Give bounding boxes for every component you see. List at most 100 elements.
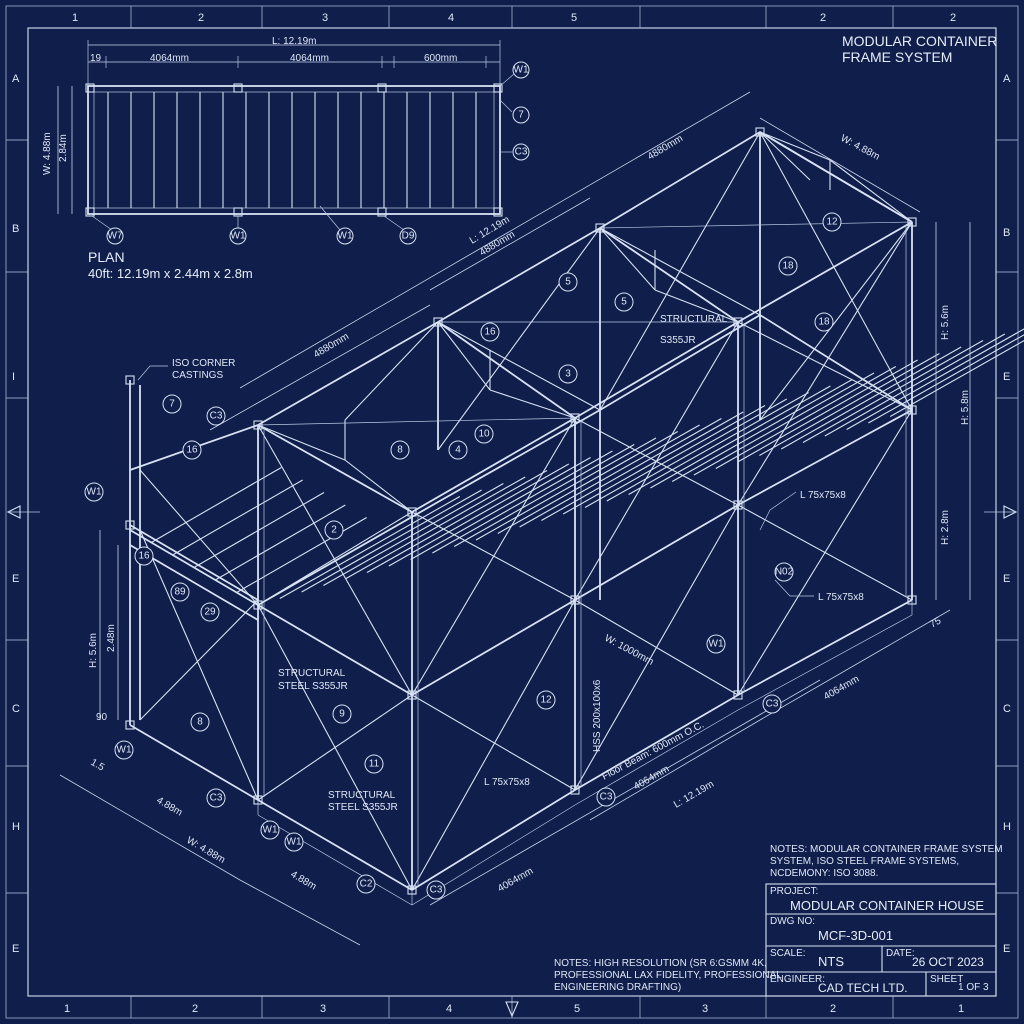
dim-bottom-w1: 4.88m: [155, 795, 185, 818]
note-right-1: NOTES: MODULAR CONTAINER FRAME SYSTEM: [770, 844, 1003, 855]
row-label: E: [1003, 371, 1010, 383]
col-label: 5: [571, 12, 577, 24]
svg-text:W1: W1: [231, 231, 246, 242]
svg-text:C3: C3: [766, 699, 779, 710]
plan-callout: 7: [499, 99, 530, 124]
svg-text:W1: W1: [263, 825, 278, 836]
plan-size: 40ft: 12.19m x 2.44m x 2.8m: [88, 266, 253, 281]
border-zone-labels: 1 2 3 4 5 2 2 1 2 3 4 5 3 2 1 A B I E C …: [12, 12, 1011, 1015]
plan-callout: D9: [383, 215, 417, 245]
svg-text:C3: C3: [210, 411, 223, 422]
svg-text:W1: W1: [287, 837, 302, 848]
dim-h-lower: H: 2.8m: [940, 510, 951, 545]
svg-text:5: 5: [565, 277, 571, 288]
iso-callout-bubble: 16: [480, 322, 500, 342]
svg-text:7: 7: [518, 110, 524, 121]
svg-text:C3: C3: [210, 793, 223, 804]
col-label: 3: [702, 1003, 708, 1015]
iso-callout-bubble: C3: [762, 694, 782, 714]
iso-callout-bubble: 8: [390, 440, 410, 460]
row-label: H: [1003, 821, 1011, 833]
plan-callout: W1: [229, 216, 247, 245]
tb-date: 26 OCT 2023: [912, 955, 984, 969]
col-label: 1: [958, 1003, 964, 1015]
dim-small-90: 90: [96, 712, 108, 723]
note-right-3: NCDEMONY: ISO 3088.: [770, 868, 878, 879]
dim-left-h: H: 5.6m: [88, 633, 99, 668]
svg-text:10: 10: [478, 429, 490, 440]
center-mark-bottom: [505, 1001, 519, 1018]
svg-text:W1: W1: [117, 745, 132, 756]
label-angle-2: L 75x75x8: [818, 592, 864, 603]
iso-callout-bubble: W1: [114, 740, 134, 760]
col-label: 5: [574, 1003, 580, 1015]
label-castings: CASTINGS: [172, 370, 223, 381]
tb-project: MODULAR CONTAINER HOUSE: [790, 898, 984, 913]
iso-callout-bubble: C3: [206, 788, 226, 808]
svg-text:9: 9: [339, 709, 345, 720]
iso-callout-bubble: 3: [558, 364, 578, 384]
dim-h-total: H: 5.6m: [940, 305, 951, 340]
plan-seg2: 4064mm: [290, 53, 329, 64]
note-bottom-2: PROFESSIONAL LAX FIDELITY, PROFESSIONAL: [554, 970, 782, 981]
tb-dwg: MCF-3D-001: [818, 928, 893, 943]
label-steel-top-2: S355JR: [660, 335, 696, 346]
iso-callout-bubble: 12: [536, 690, 556, 710]
iso-callout-bubble: 8: [190, 712, 210, 732]
iso-callout-bubble: W1: [284, 832, 304, 852]
svg-text:W1: W1: [514, 65, 529, 76]
iso-callout-bubble: C3: [206, 406, 226, 426]
drawing-border: [5, 5, 1019, 1019]
svg-text:W7: W7: [108, 231, 123, 242]
row-label: E: [12, 943, 19, 955]
dim-right-length: 4064mm: [822, 674, 861, 703]
col-label: 4: [448, 12, 454, 24]
iso-callout-bubble: 5: [614, 292, 634, 312]
svg-text:W1: W1: [87, 487, 102, 498]
tb-scale-label: SCALE:: [770, 948, 806, 959]
iso-callout-bubble: 29: [200, 602, 220, 622]
dim-bottom-w2: W: 4.88m: [185, 835, 227, 866]
iso-callout-bubble: 18: [814, 312, 834, 332]
plan-seg-start: 19: [90, 53, 102, 64]
row-label: B: [1003, 227, 1010, 239]
svg-text:D9: D9: [402, 231, 415, 242]
svg-text:89: 89: [174, 587, 186, 598]
dim-top-length: 4880mm: [646, 133, 685, 162]
dim-small-75: 75: [928, 615, 944, 630]
col-label: 3: [322, 12, 328, 24]
svg-text:12: 12: [540, 695, 552, 706]
svg-text:C3: C3: [515, 147, 528, 158]
svg-text:8: 8: [397, 445, 403, 456]
tb-dwg-label: DWG NO:: [770, 916, 815, 927]
label-steel-mid-1: STRUCTURAL: [278, 668, 346, 679]
tb-scale: NTS: [818, 954, 844, 969]
col-label: 1: [72, 12, 78, 24]
iso-callout-bubble: 12: [822, 212, 842, 232]
row-label: E: [1003, 573, 1010, 585]
plan-callout: W7: [91, 215, 124, 245]
svg-text:C3: C3: [600, 792, 613, 803]
svg-text:2: 2: [331, 525, 337, 536]
dim-bottom-l: L: 12.19m: [672, 779, 716, 811]
svg-text:16: 16: [138, 551, 150, 562]
label-angle-1: L 75x75x8: [800, 490, 846, 501]
iso-callout-bubble: 2: [324, 520, 344, 540]
iso-callout-bubble: 9: [332, 704, 352, 724]
svg-text:C3: C3: [430, 885, 443, 896]
svg-text:16: 16: [484, 327, 496, 338]
col-label: 2: [192, 1003, 198, 1015]
svg-text:W1: W1: [709, 639, 724, 650]
dim-small-m: 1.5: [89, 757, 107, 774]
row-label: C: [1003, 703, 1011, 715]
plan-height: 2.84m: [58, 134, 69, 162]
col-label: 2: [830, 1003, 836, 1015]
svg-text:5: 5: [621, 297, 627, 308]
iso-callout-bubble: 7: [162, 394, 182, 414]
label-steel-bot-1: STRUCTURAL: [328, 790, 396, 801]
dim-bottom-w3: 4.88m: [289, 869, 319, 892]
dim-left-length: 4880mm: [312, 331, 351, 360]
